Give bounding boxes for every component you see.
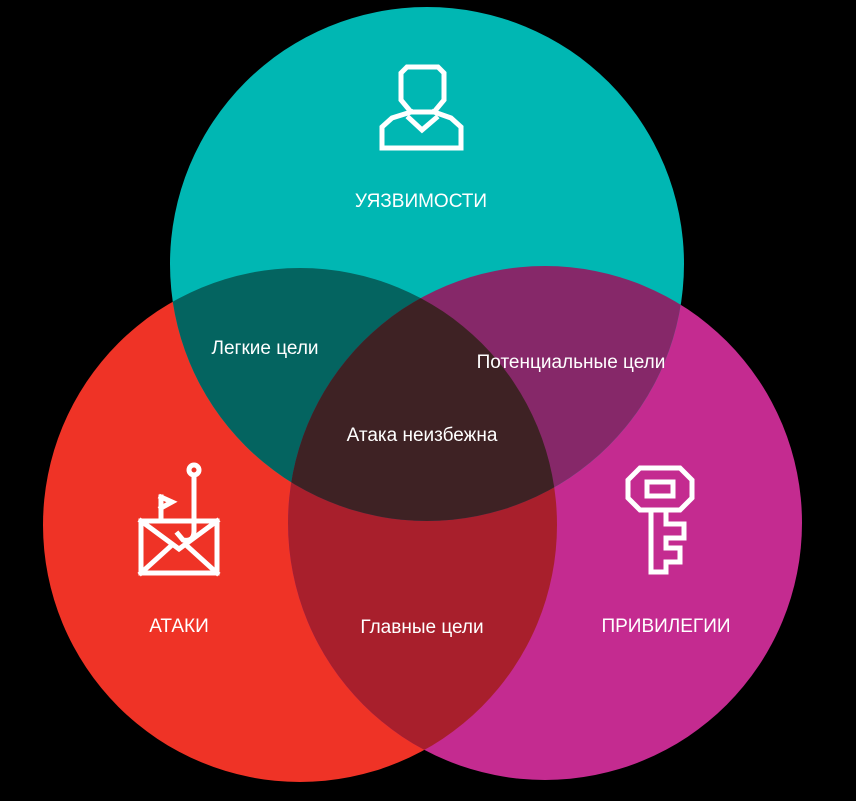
phishing-envelope-icon (137, 462, 221, 577)
label-easy-targets: Легкие цели (211, 338, 319, 359)
label-main-targets: Главные цели (360, 617, 484, 638)
label-privileges: ПРИВИЛЕГИИ (601, 616, 731, 637)
key-icon (625, 465, 695, 575)
label-vulnerabilities: УЯЗВИМОСТИ (354, 191, 488, 212)
label-potential-targets: Потенциальные цели (476, 352, 666, 373)
label-attack-inevitable: Атака неизбежна (346, 425, 498, 446)
overlap-attack-inevitable (288, 268, 557, 521)
label-attacks: АТАКИ (149, 616, 209, 637)
user-icon (379, 64, 464, 151)
